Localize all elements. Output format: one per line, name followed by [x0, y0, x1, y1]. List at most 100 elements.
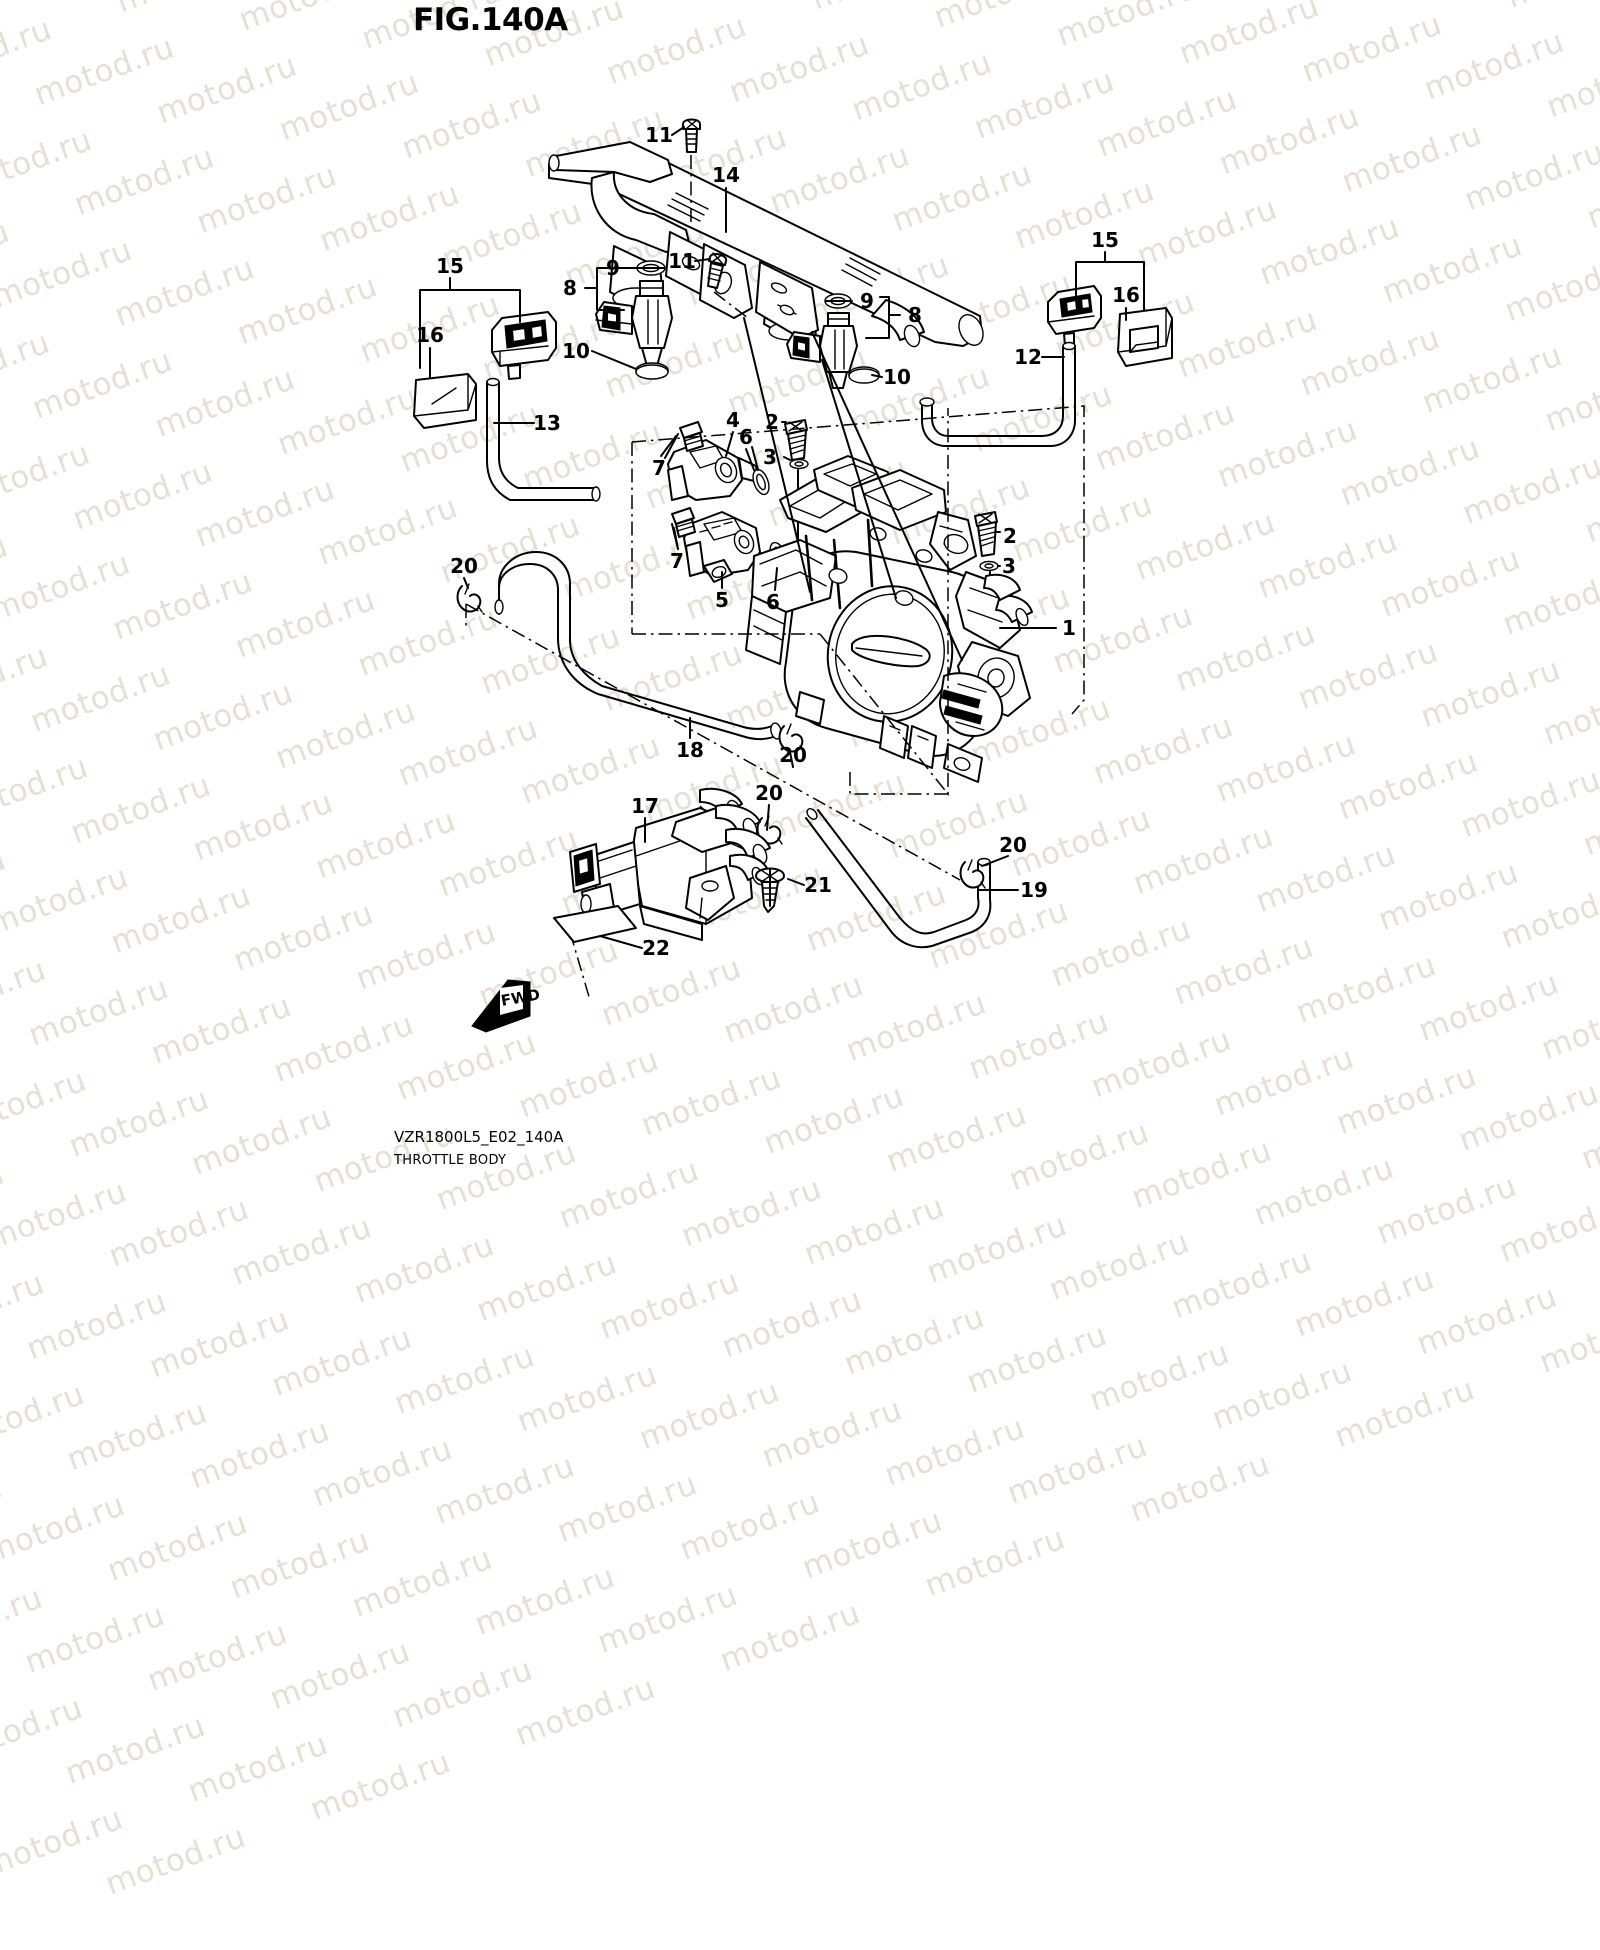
watermark-text: motod.ru [389, 1337, 540, 1422]
watermark-text: motod.ru [1166, 1242, 1317, 1327]
fuel-rail-screw-lower [707, 252, 749, 319]
watermark-text: motod.ru [184, 1412, 335, 1497]
callout-9-injector-o-ring-upper: 9 [606, 256, 620, 280]
callout-2-adjusting-screw: 2 [765, 410, 779, 434]
iap-sensor [671, 507, 787, 591]
watermark-text: motod.ru [510, 1669, 661, 1754]
callout-8-injector-assembly: 8 [908, 303, 922, 327]
callout-11-fuel-rail-screw: 11 [645, 123, 673, 147]
callout-12-vacuum-hose: 12 [1014, 345, 1042, 369]
technical-drawing: .s{fill:none;stroke:#000;stroke-width:2;… [413, 118, 1173, 1033]
watermark-text: motod.ru [0, 1376, 90, 1461]
fuel-delivery-pipe-group [548, 141, 984, 348]
watermark-text: motod.ru [715, 1594, 865, 1679]
callout-20-hose-clip: 20 [999, 833, 1027, 857]
callout-20-hose-clip: 20 [779, 743, 807, 767]
watermark-text: motod.ru [0, 1800, 128, 1885]
watermark-text: motod.ru [1412, 1278, 1562, 1363]
hose-13 [486, 377, 601, 502]
watermark-text: motod.ru [839, 1299, 990, 1383]
page-title: FIG.140A [413, 2, 568, 38]
fwd-marker: FWD [471, 979, 541, 1033]
watermark-text: motod.ru [1084, 1335, 1235, 1419]
callout-22-cushion-pad: 22 [642, 936, 670, 960]
watermark-text: motod.ru [1289, 1260, 1440, 1345]
callout-21-valve-mounting-screw: 21 [804, 873, 832, 897]
watermark-text: motod.ru [307, 1430, 458, 1515]
connector-left [413, 311, 557, 429]
callout-18-breather-hose: 18 [676, 738, 704, 762]
watermark-text: motod.ru [470, 1558, 620, 1643]
callout-11-fuel-rail-screw: 11 [668, 249, 696, 273]
watermark-text: motod.ru [226, 1209, 377, 1293]
callout-7-sensor-screw: 7 [652, 456, 666, 480]
throttle-body-core [743, 317, 1033, 783]
watermark-text: motod.ru [471, 1245, 622, 1329]
watermark-text: motod.ru [60, 1707, 211, 1792]
watermark-text: motod.ru [920, 1520, 1070, 1605]
watermark-text: motod.ru [102, 1504, 253, 1589]
watermark-text: motod.ru [512, 1355, 662, 1440]
idle-adjuster-left [784, 419, 809, 541]
assembly-boundary-lower [819, 408, 949, 797]
callout-6-o-ring: 6 [739, 425, 753, 449]
watermark-text: motod.ru [387, 1651, 538, 1736]
watermark-text: motod.ru [20, 1597, 170, 1682]
watermark-text: motod.ru [144, 1301, 295, 1386]
assembly-boundary-hose-group [465, 603, 961, 881]
callout-2-adjusting-screw: 2 [1003, 524, 1017, 548]
callout-4-throttle-position-sensor: 4 [726, 408, 740, 432]
assembly-boundary-main [631, 405, 1085, 715]
watermark-text: motod.ru [265, 1633, 415, 1718]
watermark-text: motod.ru [347, 1540, 498, 1625]
watermark-text: motod.ru [1329, 1371, 1480, 1455]
hose-clip-b [778, 723, 805, 753]
watermark-text: motod.ru [1534, 1296, 1600, 1381]
leader-lines [419, 126, 1145, 949]
watermark-text: motod.ru [757, 1391, 907, 1476]
watermark-text: motod.ru [0, 1265, 50, 1350]
callout-1-throttle-body-assembly: 1 [1062, 616, 1076, 640]
watermark-text: motod.ru [1207, 1353, 1357, 1437]
connector-right [1047, 285, 1173, 367]
cushion-pad [553, 905, 637, 943]
watermark-text: motod.ru [0, 1334, 34, 1442]
watermark-text: motod.ru [0, 1689, 88, 1774]
watermark-text: motod.ru [142, 1615, 293, 1700]
watermark-text: motod.ru [717, 1281, 867, 1365]
hose-clip-d [959, 859, 986, 889]
callout-9-injector-o-ring-upper: 9 [860, 289, 874, 313]
callout-19-vacuum-hose: 19 [1020, 878, 1048, 902]
watermark-text: motod.ru [1124, 1445, 1275, 1530]
watermark-text: motod.ru [0, 1579, 48, 1664]
valve-screw [755, 867, 785, 913]
callout-3-washer: 3 [1002, 554, 1016, 578]
callout-20-hose-clip: 20 [450, 554, 478, 578]
watermark-text: motod.ru [349, 1227, 500, 1311]
callout-14-fuel-delivery-pipe: 14 [712, 163, 740, 187]
watermark-text: motod.ru [592, 1576, 743, 1661]
stv-actuator-valve [569, 787, 771, 941]
fuel-rail-screw-upper [682, 118, 701, 222]
callout-10-injector-seal-lower: 10 [562, 339, 590, 363]
watermark-text: motod.ru [674, 1484, 825, 1569]
caption-code: VZR1800L5_E02_140A [394, 1128, 564, 1146]
watermark-text: motod.ru [634, 1373, 785, 1458]
watermark-text: motod.ru [267, 1319, 417, 1404]
watermark-text: motod.ru [552, 1466, 703, 1551]
watermark-text: motod.ru [962, 1317, 1112, 1401]
hose-12 [919, 341, 1076, 447]
callout-13-vacuum-hose: 13 [533, 411, 561, 435]
watermark-text: motod.ru [305, 1743, 456, 1828]
hose-clip-a [456, 583, 483, 613]
figure-caption: VZR1800L5_E02_140A THROTTLE BODY [394, 1126, 564, 1172]
callout-3-washer: 3 [763, 445, 777, 469]
watermark-text: motod.ru [62, 1394, 212, 1479]
callout-6-o-ring: 6 [766, 590, 780, 614]
watermark-text: motod.ru [1044, 1224, 1195, 1309]
callout-10-injector-seal-lower: 10 [883, 365, 911, 389]
watermark-text: motod.ru [100, 1818, 251, 1903]
watermark-text: motod.ru [797, 1502, 948, 1587]
callout-8-injector-assembly: 8 [563, 276, 577, 300]
